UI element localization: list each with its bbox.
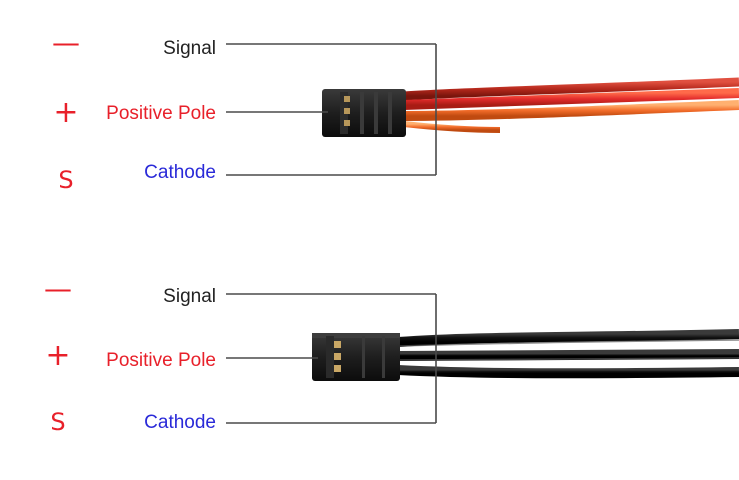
symbol-minus: — <box>44 272 72 305</box>
label-positive-pole: Positive Pole <box>106 350 216 371</box>
symbol-minus: — <box>52 26 80 59</box>
black-wire-bundle <box>397 329 739 379</box>
label-cathode: Cathode <box>144 162 216 183</box>
diagram-top: — + S Signal Positive Pole Cathode <box>52 26 739 194</box>
label-signal: Signal <box>163 286 216 307</box>
label-cathode: Cathode <box>144 412 216 433</box>
diagram-bottom: — + S Signal Positive Pole Cathode <box>44 272 739 436</box>
symbol-plus: + <box>53 95 78 130</box>
leader-lines-bottom <box>226 293 437 424</box>
symbol-s: S <box>50 408 65 436</box>
colored-wire-bundle <box>403 77 739 133</box>
label-signal: Signal <box>163 38 216 59</box>
servo-connector-bottom <box>312 333 400 381</box>
servo-connector-top <box>322 89 406 137</box>
symbol-s: S <box>58 166 73 194</box>
label-positive-pole: Positive Pole <box>106 103 216 124</box>
symbol-plus: + <box>45 338 70 373</box>
leader-lines-top <box>226 43 437 176</box>
